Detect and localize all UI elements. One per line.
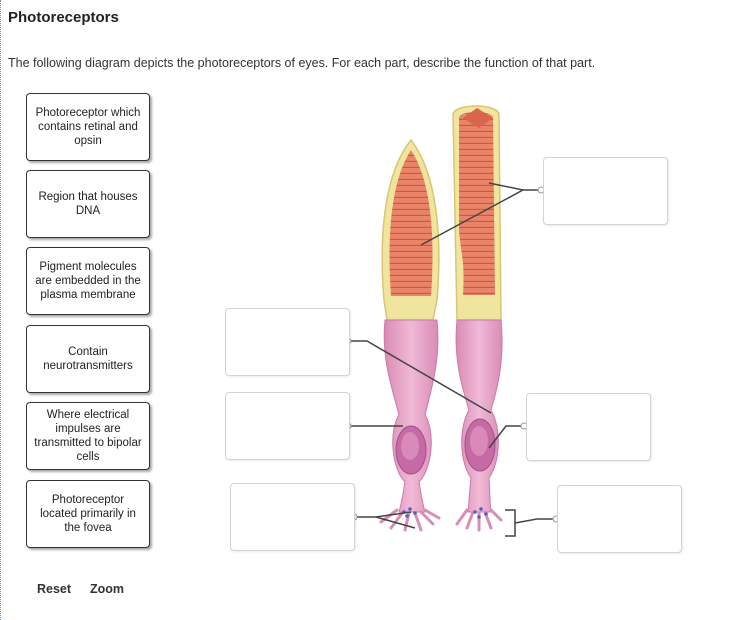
drop-target-rod-outer-segment[interactable]: [225, 308, 350, 376]
label-card-dna-region[interactable]: Region that houses DNA: [26, 170, 150, 238]
rod-cell: [452, 105, 503, 532]
label-card-pigment-membrane[interactable]: Pigment molecules are embedded in the pl…: [26, 247, 150, 315]
drop-target-cone-synaptic-terminal[interactable]: [230, 483, 355, 551]
label-text: Contain neurotransmitters: [43, 345, 133, 372]
label-card-neurotransmitters[interactable]: Contain neurotransmitters: [26, 325, 150, 393]
label-card-retinal-opsin[interactable]: Photoreceptor which contains retinal and…: [26, 93, 150, 161]
label-text: Where electrical impulses are transmitte…: [34, 408, 142, 464]
drop-target-cone-nucleus[interactable]: [225, 392, 350, 460]
connector-dots: [344, 186, 560, 523]
page-title: Photoreceptors: [8, 9, 119, 26]
label-text: Photoreceptor which contains retinal and…: [35, 106, 141, 147]
label-card-fovea[interactable]: Photoreceptor located primarily in the f…: [26, 480, 150, 548]
drop-target-rod-nucleus[interactable]: [526, 393, 651, 461]
instructions-text: The following diagram depicts the photor…: [8, 56, 596, 70]
label-card-electrical-impulses[interactable]: Where electrical impulses are transmitte…: [26, 402, 150, 470]
label-text: Photoreceptor located primarily in the f…: [40, 493, 136, 534]
zoom-button[interactable]: Zoom: [90, 582, 125, 596]
leader-lines: [348, 182, 556, 537]
drop-target-outer-segment[interactable]: [543, 157, 668, 225]
label-text: Pigment molecules are embedded in the pl…: [35, 260, 141, 301]
cone-cell: [379, 138, 441, 532]
label-text: Region that houses DNA: [38, 190, 138, 217]
reset-button[interactable]: Reset: [37, 582, 72, 596]
drop-target-rod-synaptic-terminal[interactable]: [557, 485, 682, 553]
